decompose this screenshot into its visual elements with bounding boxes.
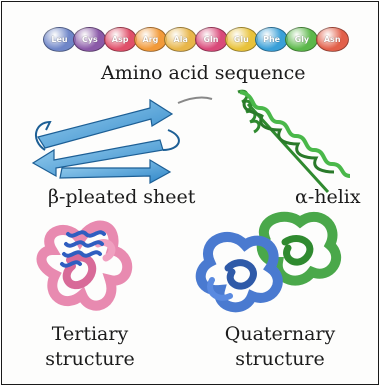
quaternary-label-line2: structure bbox=[210, 350, 350, 369]
beta-sheet-label: β-pleated sheet bbox=[48, 188, 195, 207]
tertiary-label: Tertiary structure bbox=[30, 325, 150, 369]
quaternary-label-line1: Quaternary bbox=[210, 325, 350, 344]
tertiary-label-line2: structure bbox=[30, 350, 150, 369]
tertiary-structure-illustration bbox=[41, 226, 127, 306]
beta-sheet-illustration bbox=[33, 98, 212, 183]
quaternary-structure-illustration bbox=[201, 217, 336, 308]
alpha-helix-label: α-helix bbox=[295, 188, 361, 207]
quaternary-label: Quaternary structure bbox=[210, 325, 350, 369]
tertiary-label-line1: Tertiary bbox=[30, 325, 150, 344]
alpha-helix-illustration bbox=[238, 91, 350, 192]
